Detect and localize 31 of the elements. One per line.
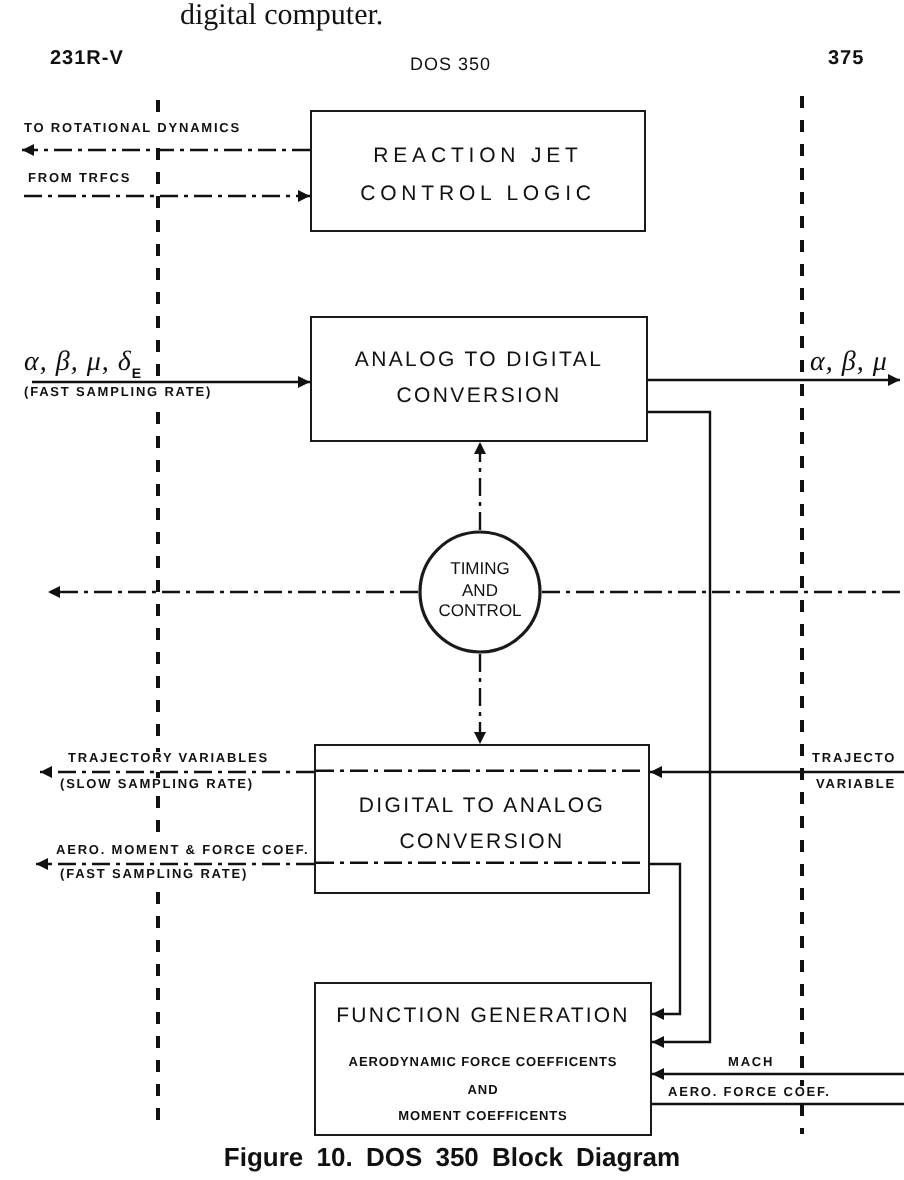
box-title: ANALOG TO DIGITAL CONVERSION (352, 346, 606, 412)
box-title: FUNCTION GENERATION (334, 1002, 632, 1030)
arrow (474, 442, 486, 530)
arrow (650, 766, 904, 778)
arrow (650, 862, 682, 1020)
arrow (24, 190, 310, 202)
connector-line (652, 1102, 904, 1106)
box-title: REACTION JET CONTROL LOGIC (358, 142, 598, 210)
connector-line (542, 590, 904, 594)
arrow (22, 144, 310, 156)
arrow (652, 1068, 904, 1080)
process-box (310, 110, 646, 232)
box-title: DIGITAL TO ANALOG CONVERSION (356, 792, 608, 858)
arrow (648, 374, 900, 386)
process-box (314, 982, 652, 1136)
arrow (40, 766, 314, 778)
column-heading: 231R-V (50, 48, 124, 70)
column-heading: 375 (828, 48, 865, 70)
process-box (310, 316, 648, 442)
process-box (314, 744, 650, 894)
circle-label: TIMING AND CONTROL (436, 558, 524, 621)
control-circle (418, 530, 542, 654)
arrow (474, 654, 486, 744)
figure-caption: Figure 10. DOS 350 Block Diagram (221, 1142, 683, 1172)
arrow (36, 858, 314, 870)
arrow (32, 376, 310, 388)
arrow (648, 410, 712, 1048)
column-heading: DOS 350 (410, 56, 492, 76)
note-text: digital computer. (180, 0, 384, 33)
edge-label: α, β, μ (810, 348, 888, 378)
arrow (48, 586, 418, 598)
